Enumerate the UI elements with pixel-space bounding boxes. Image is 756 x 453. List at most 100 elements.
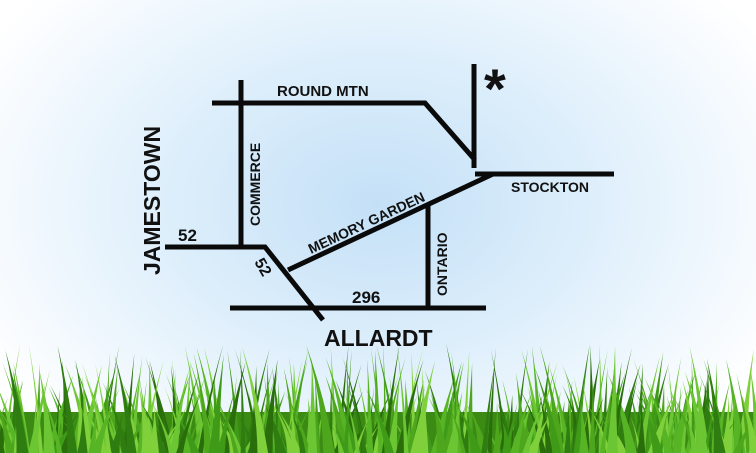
grass-blade	[353, 412, 372, 453]
grass-blade	[606, 346, 618, 453]
grass-blade	[573, 365, 587, 453]
grass-blade	[531, 360, 559, 453]
grass-blade	[493, 403, 501, 453]
road-round-mtn	[212, 100, 477, 162]
grass-blade	[599, 379, 614, 453]
grass-blade	[502, 420, 513, 453]
grass-blade	[739, 389, 756, 453]
grass-blade	[174, 370, 200, 453]
label-commerce: COMMERCE	[247, 143, 263, 226]
label-hwy-52-west: 52	[178, 226, 197, 245]
grass-blade	[289, 409, 308, 453]
grass-blade	[0, 428, 5, 453]
grass-blade	[148, 407, 159, 453]
grass-blade	[539, 345, 565, 453]
grass-blade	[216, 391, 235, 453]
grass-blade	[461, 349, 470, 453]
grass-blade	[208, 354, 224, 453]
grass-blade	[455, 403, 482, 453]
grass-blade	[588, 379, 596, 453]
grass-blade	[13, 361, 31, 453]
grass-blade	[284, 392, 311, 453]
grass-blade	[721, 398, 735, 453]
grass-blade	[77, 409, 88, 453]
grass-blade	[176, 391, 202, 453]
grass-blade	[333, 422, 348, 453]
grass-blade	[612, 363, 641, 453]
grass-blade	[273, 404, 297, 453]
grass-blade	[515, 372, 528, 453]
road-memory-garden	[286, 171, 495, 273]
grass-blade	[212, 391, 239, 453]
grass-blade	[5, 350, 29, 453]
grass-blade	[395, 359, 424, 453]
grass-blade	[261, 359, 278, 453]
grass-blade	[102, 382, 129, 453]
grass-blade	[637, 404, 646, 453]
grass-blade	[635, 392, 664, 453]
grass-blade	[240, 349, 246, 453]
grass-blade	[365, 359, 374, 453]
grass-blade	[38, 386, 63, 453]
grass-blade	[510, 394, 531, 453]
grass-blade	[396, 345, 409, 453]
grass-blade	[290, 395, 298, 453]
grass-blade	[522, 396, 547, 453]
label-memory-garden: MEMORY GARDEN	[306, 189, 428, 257]
grass-blade	[461, 415, 469, 453]
grass-blade	[549, 368, 572, 453]
label-hwy-52-south: 52	[251, 256, 275, 280]
grass-blade	[689, 346, 710, 453]
grass-blade	[84, 374, 112, 453]
grass-blade	[327, 380, 333, 453]
label-allardt: ALLARDT	[324, 325, 433, 351]
grass-blade	[343, 348, 352, 453]
road-hwy-52	[165, 244, 325, 322]
grass-blade	[446, 391, 463, 453]
grass-blade	[365, 388, 394, 453]
grass-blade	[684, 411, 699, 453]
grass-blade	[201, 383, 227, 453]
grass-blade	[481, 363, 495, 453]
grass-blade	[242, 419, 268, 453]
grass-blade	[94, 362, 112, 453]
grass-blade	[0, 409, 14, 453]
grass-blade	[750, 366, 756, 453]
grass-blade	[241, 346, 269, 453]
grass-blade	[31, 369, 50, 453]
grass-blade	[81, 362, 107, 453]
grass-blade	[109, 412, 123, 453]
grass-blade	[39, 369, 56, 453]
grass-blade	[140, 360, 164, 453]
grass-blade	[342, 386, 361, 453]
grass-blade	[149, 397, 174, 453]
grass-blade	[369, 420, 385, 453]
grass-blade	[12, 368, 30, 453]
grass-blade	[673, 383, 678, 453]
grass-blade	[169, 373, 188, 453]
grass-blade	[682, 380, 701, 453]
grass-blade	[430, 392, 448, 453]
grass-blade	[306, 344, 335, 453]
grass-blade	[698, 372, 726, 453]
grass-blade	[193, 353, 213, 453]
grass-blade	[444, 395, 466, 453]
grass-blade	[571, 344, 590, 453]
grass-blade	[486, 347, 496, 453]
grass-blade	[564, 399, 571, 453]
grass-blade	[451, 351, 463, 453]
grass-blade	[721, 396, 731, 453]
grass-blade	[703, 381, 721, 453]
destination-star-icon: *	[484, 57, 506, 120]
grass-blade	[381, 343, 400, 453]
grass-blade	[227, 349, 241, 453]
grass-blade	[386, 380, 400, 453]
grass-blade	[327, 415, 345, 453]
grass-blade	[2, 343, 21, 453]
grass-blade	[534, 361, 550, 453]
grass-blade	[91, 388, 120, 453]
grass-blade	[57, 345, 78, 453]
grass-blade	[248, 365, 259, 453]
